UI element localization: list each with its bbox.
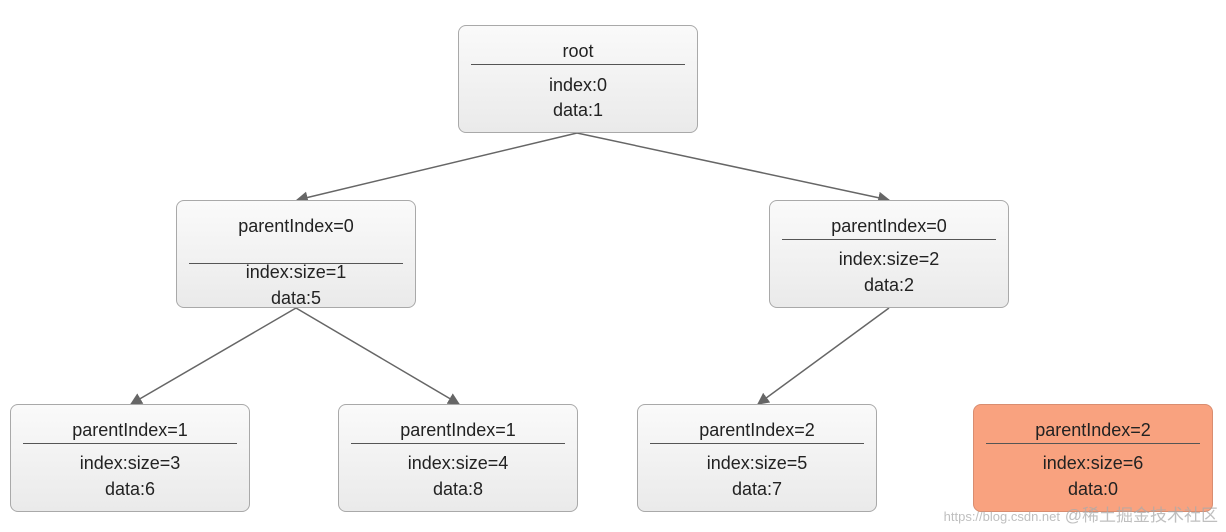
- node-data: data:0: [1067, 479, 1119, 499]
- edge-root-a: [295, 132, 578, 204]
- node-data: data:6: [104, 479, 156, 499]
- node-divider: [650, 443, 864, 444]
- watermark-site: https://blog.csdn.net: [943, 509, 1060, 524]
- node-index: index:size=3: [79, 453, 181, 473]
- node-data: data:1: [552, 100, 604, 120]
- node-data: data:5: [270, 288, 322, 308]
- node-index: index:size=2: [838, 249, 940, 269]
- node-data: data:8: [432, 479, 484, 499]
- node-divider: [471, 64, 685, 65]
- node-divider: [351, 443, 565, 444]
- node-index: index:size=6: [1042, 453, 1144, 473]
- node-divider: [189, 263, 403, 264]
- node-index: index:size=1: [245, 262, 347, 282]
- node-title: parentIndex=2: [1035, 420, 1151, 440]
- node-title: parentIndex=0: [831, 216, 947, 236]
- node-title: parentIndex=2: [699, 420, 815, 440]
- node-size-4: parentIndex=1 index:size=4 data:8: [338, 404, 578, 512]
- node-title: root: [562, 41, 594, 61]
- node-size-5: parentIndex=2 index:size=5 data:7: [637, 404, 877, 512]
- edge-a-d: [295, 307, 461, 405]
- watermark: https://blog.csdn.net @稀土掘金技术社区: [940, 501, 1218, 526]
- node-index: index:size=4: [407, 453, 509, 473]
- node-divider: [23, 443, 237, 444]
- node-size-2: parentIndex=0 index:size=2 data:2: [769, 200, 1009, 308]
- node-title: parentIndex=1: [400, 420, 516, 440]
- node-divider: [986, 443, 1200, 444]
- node-title: parentIndex=0: [238, 216, 354, 236]
- node-index: index:0: [548, 75, 608, 95]
- node-index: index:size=5: [706, 453, 808, 473]
- node-title: parentIndex=1: [72, 420, 188, 440]
- edge-b-e: [757, 307, 890, 405]
- node-size-1: parentIndex=0 index:size=1 data:5: [176, 200, 416, 308]
- node-size-3: parentIndex=1 index:size=3 data:6: [10, 404, 250, 512]
- watermark-text: @稀土掘金技术社区: [1064, 506, 1218, 525]
- edge-root-b: [576, 132, 891, 204]
- node-root: root index:0 data:1: [458, 25, 698, 133]
- node-divider: [782, 239, 996, 240]
- node-size-6-highlighted: parentIndex=2 index:size=6 data:0: [973, 404, 1213, 512]
- node-data: data:2: [863, 275, 915, 295]
- node-data: data:7: [731, 479, 783, 499]
- edge-a-c: [129, 307, 297, 405]
